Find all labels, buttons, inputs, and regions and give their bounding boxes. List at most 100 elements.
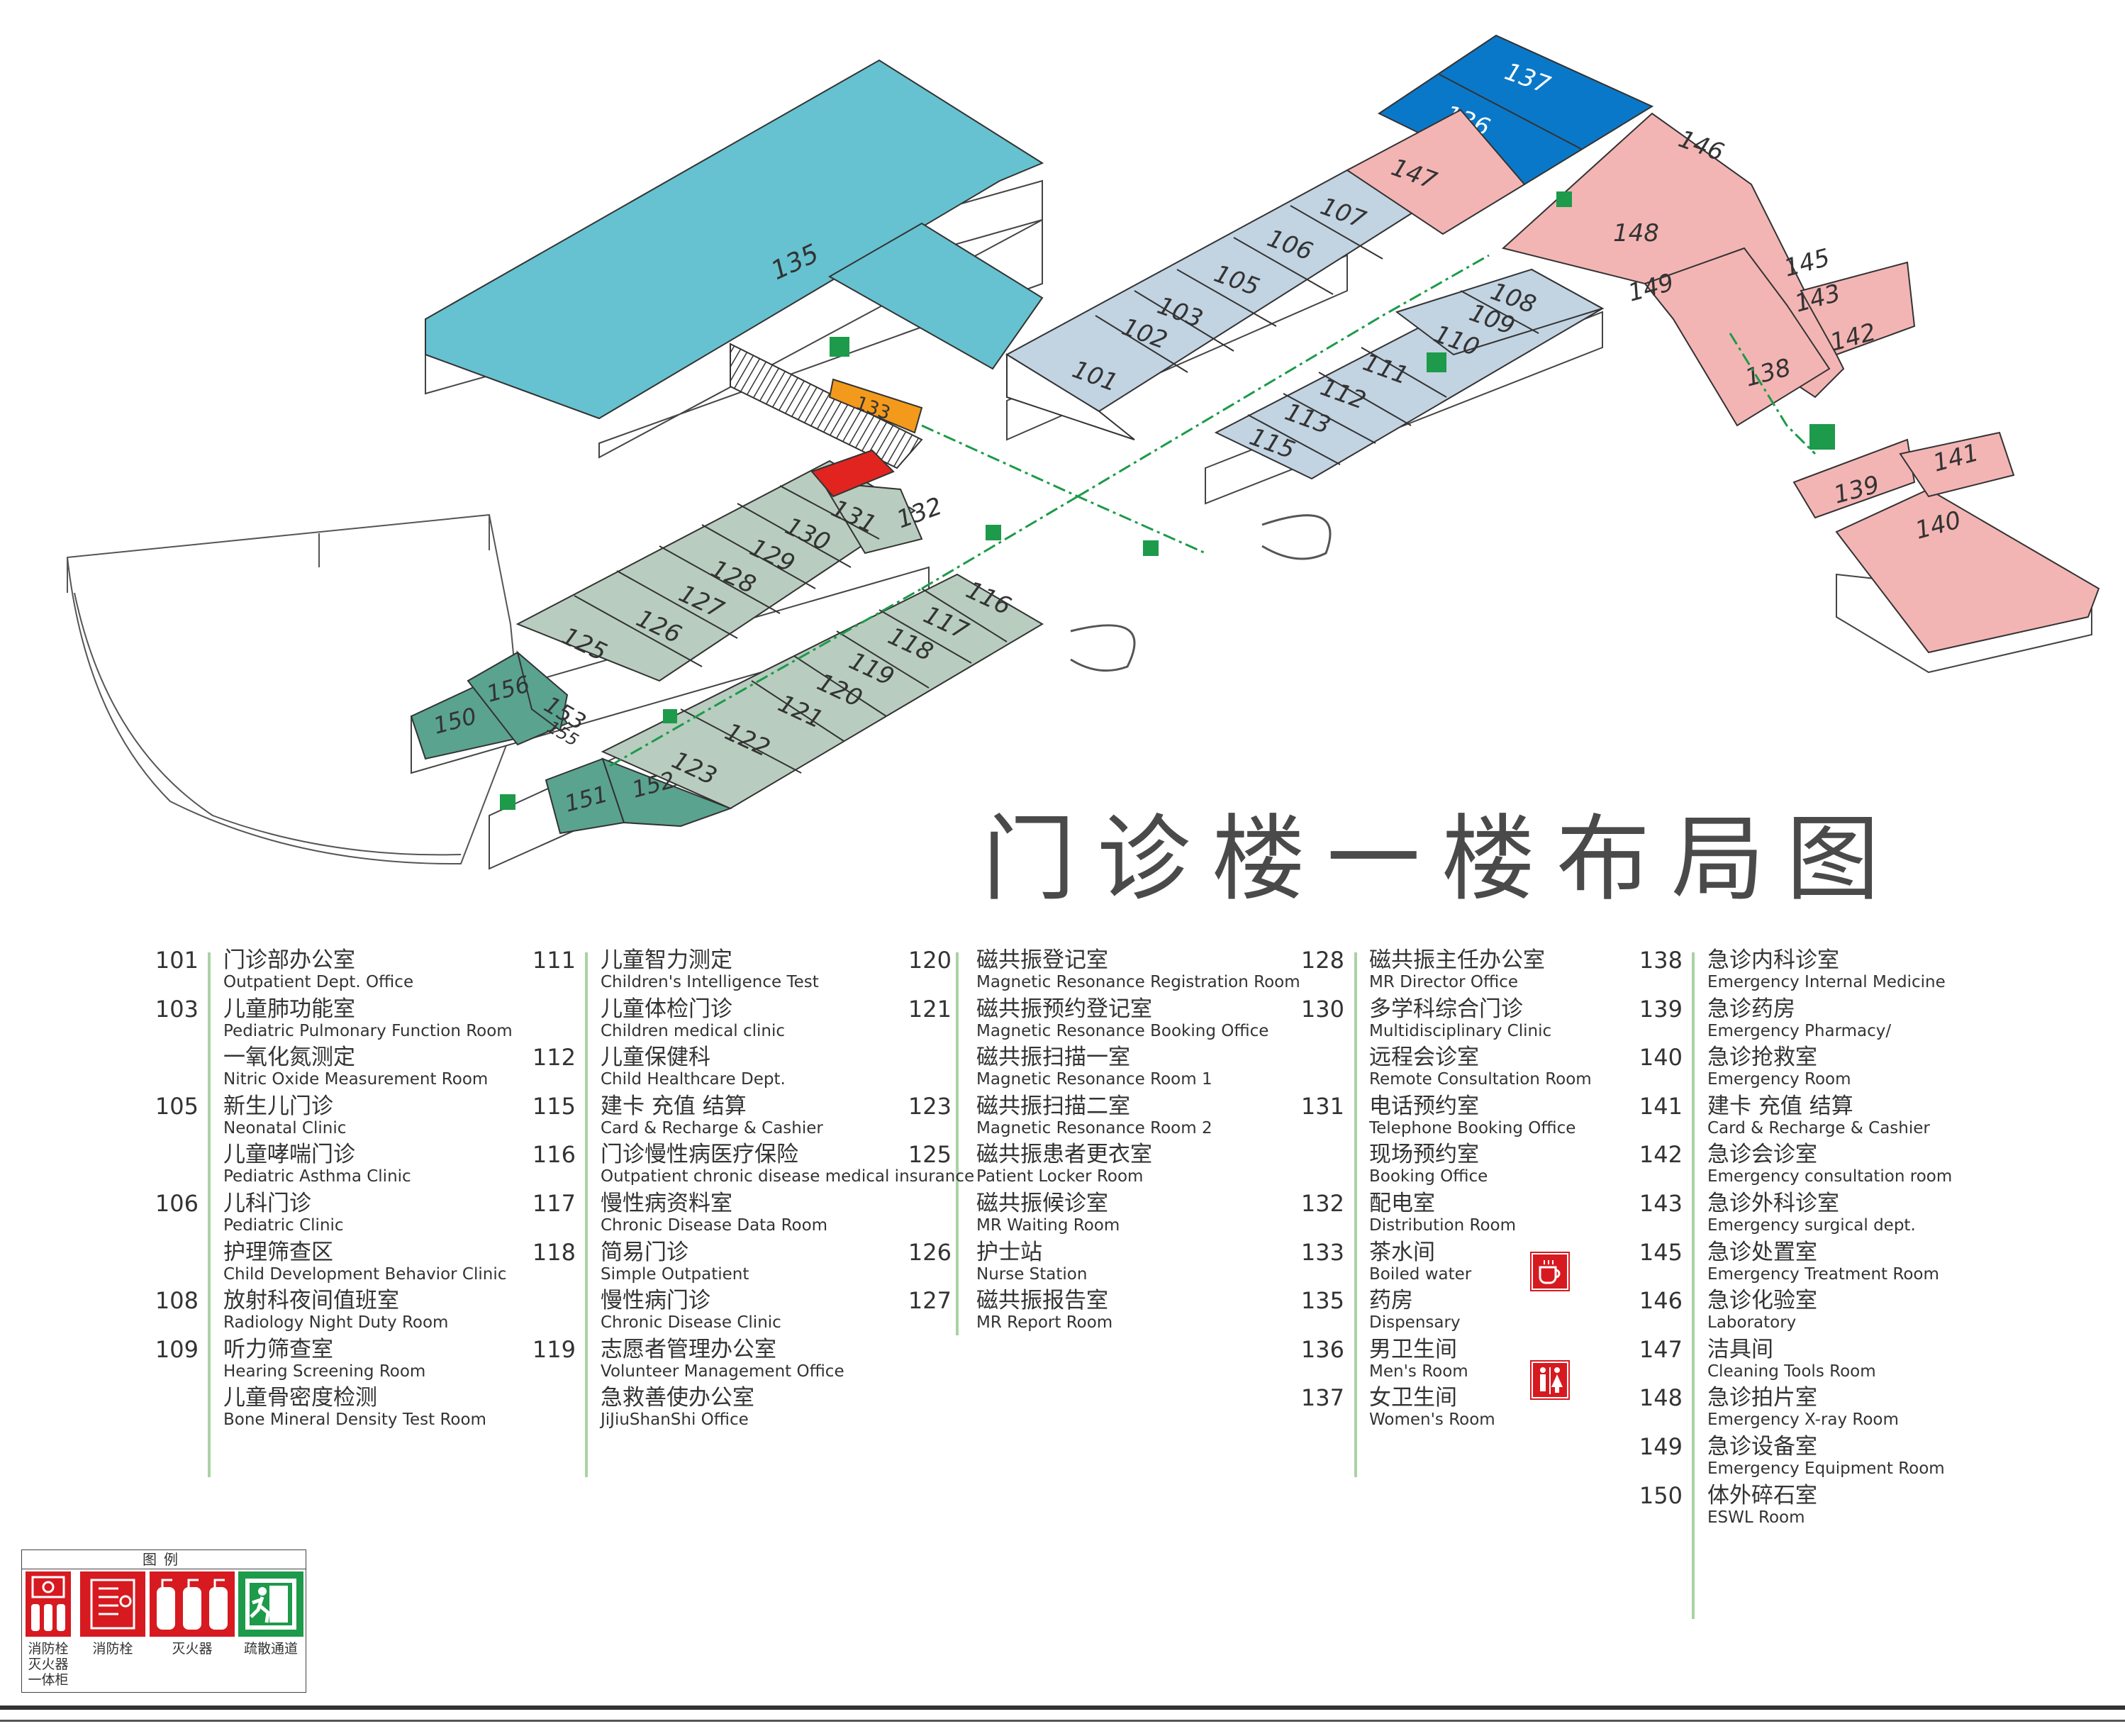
room-number: 116 bbox=[532, 1141, 576, 1169]
legend-label: 消防栓 灭火器 一体柜 bbox=[28, 1641, 69, 1688]
room-name-en: Patient Locker Room bbox=[976, 1167, 1144, 1186]
room-name-en: Emergency consultation room bbox=[1707, 1167, 1953, 1186]
room-name-cn: 急诊会诊室 bbox=[1707, 1142, 1817, 1168]
room-name-en: Pediatric Clinic bbox=[223, 1216, 344, 1235]
room-name-en: Hearing Screening Room bbox=[223, 1362, 426, 1381]
room-name-en: Remote Consultation Room bbox=[1369, 1070, 1592, 1089]
room-name-cn: 儿童体检门诊 bbox=[601, 996, 732, 1022]
block-125-132 bbox=[515, 449, 923, 682]
legend-label: 消防栓 bbox=[92, 1641, 133, 1657]
room-number: 148 bbox=[1639, 1384, 1683, 1412]
room-name-en: Chronic Disease Clinic bbox=[601, 1313, 781, 1332]
room-name-cn: 男卫生间 bbox=[1369, 1336, 1457, 1362]
room-name-cn: 儿童骨密度检测 bbox=[223, 1385, 377, 1411]
room-name-cn: 急诊药房 bbox=[1707, 996, 1795, 1022]
room-number: 106 bbox=[155, 1190, 199, 1217]
room-name-cn: 磁共振候诊室 bbox=[976, 1191, 1108, 1216]
column-divider bbox=[956, 952, 959, 1335]
room-name-cn: 多学科综合门诊 bbox=[1369, 996, 1523, 1022]
room-number: 109 bbox=[155, 1335, 199, 1363]
column-divider bbox=[1692, 952, 1695, 1619]
room-number: 103 bbox=[155, 995, 199, 1023]
toilet-areas bbox=[1070, 514, 1332, 672]
room-name-en: Radiology Night Duty Room bbox=[223, 1313, 449, 1332]
block-116-123 bbox=[601, 573, 1044, 810]
room-number: 138 bbox=[1639, 947, 1683, 974]
room-name-en: Nurse Station bbox=[976, 1264, 1088, 1284]
outdoor-plaza bbox=[66, 513, 520, 865]
room-name-en: Cleaning Tools Room bbox=[1707, 1362, 1876, 1381]
room-number: 147 bbox=[1639, 1335, 1683, 1363]
block-108-115 bbox=[1214, 268, 1605, 480]
room-name-en: Dispensary bbox=[1369, 1313, 1461, 1332]
room-name-cn: 慢性病资料室 bbox=[601, 1191, 732, 1216]
room-name-cn: 放射科夜间值班室 bbox=[223, 1288, 399, 1314]
room-name-en: Magnetic Resonance Room 2 bbox=[976, 1118, 1212, 1137]
emergency-exit-icon bbox=[238, 1571, 303, 1637]
room-number: 127 bbox=[908, 1287, 952, 1315]
room-number: 137 bbox=[1300, 1384, 1344, 1412]
room-135: 135 bbox=[425, 59, 1044, 420]
room-name-cn: 儿童肺功能室 bbox=[223, 996, 355, 1022]
room-name-cn: 洁具间 bbox=[1707, 1336, 1773, 1362]
room-name-cn: 磁共振扫描二室 bbox=[976, 1093, 1130, 1119]
room-number: 117 bbox=[532, 1190, 576, 1217]
block-101-107 bbox=[1005, 169, 1420, 440]
room-name-cn: 电话预约室 bbox=[1369, 1093, 1479, 1119]
room-name-en: Magnetic Resonance Registration Room bbox=[976, 973, 1300, 991]
room-name-en: Boiled water bbox=[1369, 1264, 1472, 1284]
room-name-en: Magnetic Resonance Room 1 bbox=[976, 1070, 1212, 1089]
room-name-en: Pediatric Asthma Clinic bbox=[223, 1167, 411, 1186]
room-name-cn: 一氧化氮测定 bbox=[223, 1045, 355, 1071]
column-divider bbox=[208, 952, 211, 1477]
room-name-en: Card & Recharge & Cashier bbox=[601, 1118, 823, 1137]
room-name-cn: 儿童保健科 bbox=[601, 1045, 710, 1071]
room-label-145: 145 bbox=[1781, 243, 1833, 282]
room-name-en: Magnetic Resonance Booking Office bbox=[976, 1021, 1269, 1040]
room-name-en: MR Director Office bbox=[1369, 973, 1518, 991]
room-name-cn: 现场预约室 bbox=[1369, 1142, 1479, 1168]
fire-hydrant-icon bbox=[80, 1571, 145, 1637]
room-name-cn: 药房 bbox=[1369, 1288, 1413, 1314]
room-name-en: Emergency Equipment Room bbox=[1707, 1459, 1945, 1478]
room-name-en: Child Healthcare Dept. bbox=[601, 1070, 786, 1089]
room-number: 120 bbox=[908, 947, 952, 974]
room-name-cn: 志愿者管理办公室 bbox=[601, 1336, 776, 1362]
legend-title: 图例 bbox=[22, 1550, 306, 1569]
room-number: 132 bbox=[1300, 1190, 1344, 1217]
room-number: 136 bbox=[1300, 1335, 1344, 1363]
room-name-cn: 护理筛查区 bbox=[223, 1239, 333, 1265]
room-number: 130 bbox=[1300, 995, 1344, 1023]
room-number: 128 bbox=[1300, 947, 1344, 974]
room-name-cn: 建卡 充值 结算 bbox=[601, 1093, 747, 1119]
room-name-cn: 急救善使办公室 bbox=[601, 1385, 754, 1411]
room-number: 115 bbox=[532, 1092, 576, 1120]
room-number: 146 bbox=[1639, 1287, 1683, 1315]
stair-block-133: 133 bbox=[730, 343, 923, 469]
room-name-en: Outpatient Dept. Office bbox=[223, 973, 414, 991]
tea-cup-icon bbox=[1532, 1253, 1568, 1290]
room-number: 108 bbox=[155, 1287, 199, 1315]
room-name-cn: 简易门诊 bbox=[601, 1239, 688, 1265]
room-name-cn: 体外碎石室 bbox=[1707, 1482, 1817, 1508]
room-name-en: JiJiuShanShi Office bbox=[601, 1410, 749, 1430]
room-number: 143 bbox=[1639, 1190, 1683, 1217]
room-name-en: Children medical clinic bbox=[601, 1021, 786, 1040]
room-name-cn: 急诊内科诊室 bbox=[1707, 947, 1839, 973]
room-number: 101 bbox=[155, 947, 199, 974]
room-number: 140 bbox=[1639, 1044, 1683, 1072]
room-name-cn: 儿童哮喘门诊 bbox=[223, 1142, 355, 1168]
room-name-cn: 新生儿门诊 bbox=[223, 1093, 333, 1119]
room-name-en: Distribution Room bbox=[1369, 1216, 1516, 1235]
block-150-156 bbox=[410, 650, 732, 835]
map-title: 门诊楼一楼布局图 bbox=[982, 805, 1901, 914]
room-name-en: Emergency Pharmacy/ bbox=[1707, 1021, 1892, 1040]
room-number: 145 bbox=[1639, 1238, 1683, 1266]
room-number: 125 bbox=[908, 1141, 952, 1169]
exit-signs bbox=[500, 191, 1835, 810]
room-name-cn: 磁共振主任办公室 bbox=[1369, 947, 1545, 973]
room-name-cn: 听力筛查室 bbox=[223, 1336, 333, 1362]
evacuation-route bbox=[609, 254, 1817, 767]
legend: 图例 消防栓 灭火器 一体柜 消防栓 灭火器 疏散通道 bbox=[21, 1549, 306, 1693]
room-number: 141 bbox=[1639, 1092, 1683, 1120]
